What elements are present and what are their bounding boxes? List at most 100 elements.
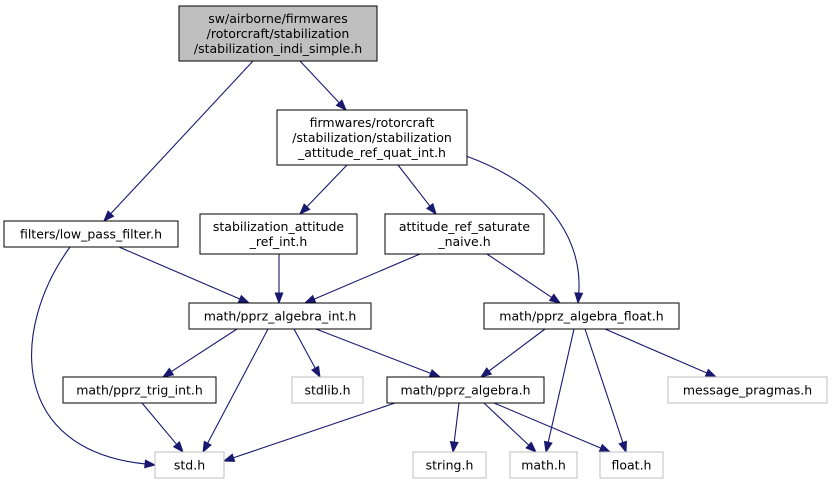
edge-alg_int-to-trig	[161, 328, 238, 378]
edge-alg_int-to-stdh	[202, 328, 269, 454]
edge-line	[483, 402, 530, 446]
edge-line	[299, 60, 340, 104]
edge-alg_float-to-math	[543, 328, 575, 454]
node-box	[3, 220, 179, 248]
node-saturate[interactable]: attitude_ref_saturate_naive.h	[384, 213, 545, 255]
edge-alg_float-to-alg	[479, 328, 546, 378]
node-alg-float[interactable]: math/pprz_algebra_float.h	[483, 302, 680, 330]
edge-line	[306, 164, 348, 208]
edge-lpf-to-stdh	[31, 246, 157, 469]
node-box	[599, 451, 664, 479]
node-box	[509, 451, 578, 479]
node-label: /stabilization/stabilization	[292, 130, 452, 145]
edge-line	[604, 328, 708, 374]
edge-alg-to-stdh	[222, 402, 396, 462]
node-label: filters/low_pass_filter.h	[20, 227, 162, 242]
node-box	[188, 302, 372, 330]
node-alg-int[interactable]: math/pprz_algebra_int.h	[188, 302, 372, 330]
arrowhead	[479, 367, 493, 378]
node-math: math.h	[509, 451, 578, 479]
edge-alg_float-to-float	[584, 328, 627, 454]
arrowhead	[274, 292, 284, 305]
node-alg[interactable]: math/pprz_algebra.h	[386, 376, 545, 404]
node-box	[667, 376, 828, 404]
node-label: _ref_int.h	[249, 234, 308, 249]
edge-line	[171, 328, 238, 373]
node-box	[386, 376, 545, 404]
node-string: string.h	[412, 451, 487, 479]
arrowhead	[525, 441, 538, 453]
arrowhead	[144, 459, 157, 469]
edge-alg_int-to-alg	[315, 328, 442, 378]
edge-line	[397, 164, 431, 207]
edge-root-to-lpf	[103, 60, 254, 223]
arrowhead	[303, 294, 317, 304]
edge-line	[141, 402, 178, 445]
node-stdh: std.h	[154, 451, 225, 479]
node-label: _naive.h	[437, 234, 490, 249]
arrowhead	[335, 99, 347, 112]
node-lpf[interactable]: filters/low_pass_filter.h	[3, 220, 179, 248]
edge-trig-to-stdh	[141, 402, 184, 454]
arrowhead	[172, 441, 184, 454]
node-label: float.h	[612, 458, 652, 473]
arrowhead	[598, 443, 612, 453]
arrowhead	[449, 441, 459, 454]
edge-line	[313, 253, 421, 300]
edge-ref_int-to-alg_int	[274, 254, 284, 305]
edge-line	[233, 402, 396, 459]
node-label: message_pragmas.h	[683, 383, 812, 398]
node-label: math/pprz_algebra.h	[400, 383, 530, 398]
node-ref-quat[interactable]: firmwares/rotorcraft/stabilization/stabi…	[276, 109, 468, 166]
edge-ref_quat-to-saturate	[397, 164, 437, 216]
arrowhead	[103, 210, 115, 223]
edge-alg_float-to-msgp	[604, 328, 718, 378]
edge-line	[293, 328, 316, 369]
edge-ref_quat-to-alg_float	[465, 155, 584, 305]
node-label: math/pprz_trig_int.h	[76, 383, 203, 398]
node-trig[interactable]: math/pprz_trig_int.h	[62, 376, 217, 404]
arrowhead	[425, 202, 437, 216]
edge-root-to-ref_quat	[299, 60, 347, 112]
node-label: stdlib.h	[304, 383, 350, 398]
edge-alg-to-string	[449, 402, 460, 454]
arrowhead	[299, 203, 311, 216]
edge-line	[465, 155, 580, 294]
node-label: attitude_ref_saturate	[399, 219, 531, 234]
node-stdlib: stdlib.h	[291, 376, 364, 404]
edge-alg_int-to-stdlib	[293, 328, 321, 379]
node-label: math/pprz_algebra_int.h	[204, 309, 357, 324]
arrowhead	[574, 292, 584, 305]
edge-line	[486, 253, 553, 298]
node-label: stabilization_attitude	[213, 219, 345, 234]
node-label: /rotorcraft/stabilization	[207, 26, 350, 41]
arrowhead	[704, 368, 718, 378]
node-box	[384, 213, 545, 255]
edge-ref_quat-to-ref_int	[299, 164, 348, 216]
node-label: firmwares/rotorcraft	[310, 115, 435, 130]
node-box	[62, 376, 217, 404]
edge-line	[493, 402, 602, 449]
arrowhead	[222, 453, 236, 462]
edge-line	[453, 402, 460, 443]
node-label: math.h	[521, 458, 566, 473]
edge-line	[584, 328, 624, 443]
arrowhead	[237, 294, 251, 304]
edge-line	[118, 246, 241, 300]
node-label: _attitude_ref_quat_int.h	[297, 145, 446, 160]
arrowhead	[311, 365, 321, 379]
arrowhead	[618, 440, 627, 454]
arrowhead	[548, 293, 562, 304]
node-box	[276, 109, 468, 166]
node-label: sw/airborne/firmwares	[208, 11, 347, 26]
arrowhead	[202, 440, 212, 454]
node-label: std.h	[174, 458, 205, 473]
edge-line	[110, 60, 254, 215]
node-ref-int[interactable]: stabilization_attitude_ref_int.h	[199, 213, 358, 255]
edges-layer	[31, 60, 718, 469]
edge-lpf-to-alg_int	[118, 246, 251, 304]
node-box	[412, 451, 487, 479]
node-float: float.h	[599, 451, 664, 479]
node-root[interactable]: sw/airborne/firmwares/rotorcraft/stabili…	[178, 5, 378, 62]
